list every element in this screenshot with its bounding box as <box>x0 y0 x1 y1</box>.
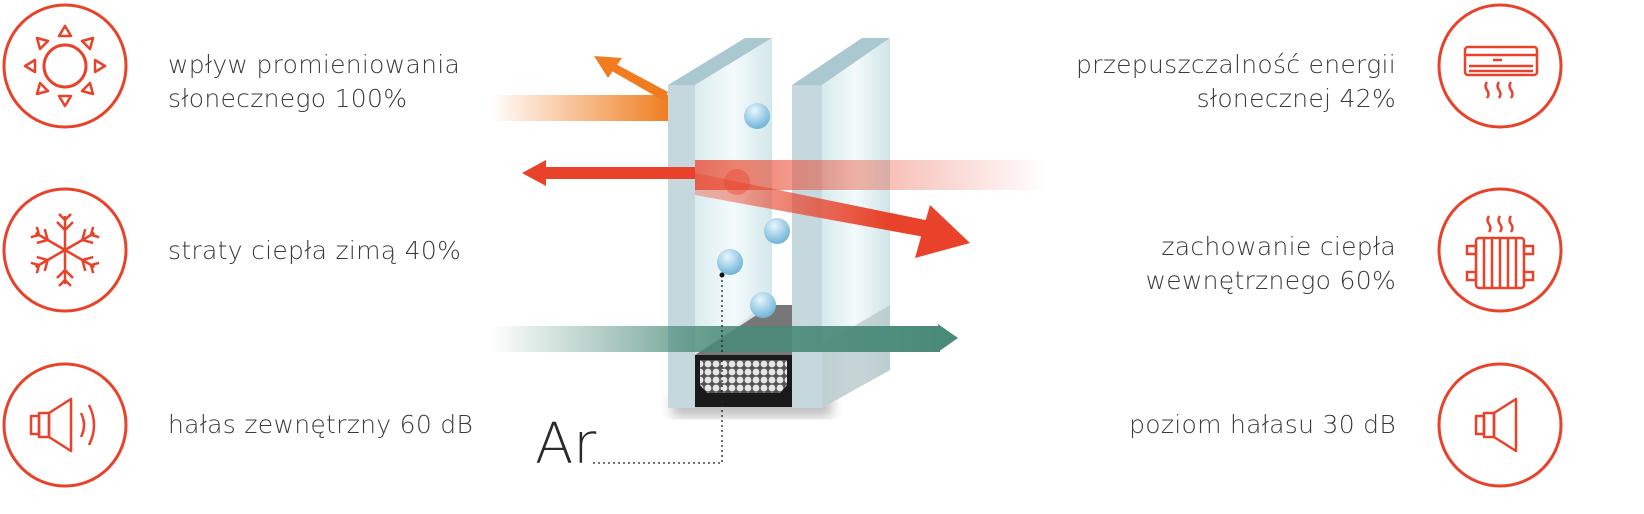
heat-loss-label: straty ciepła zimą 40% <box>168 234 461 268</box>
label-line: poziom hałasu 30 dB <box>1129 410 1396 439</box>
label-line: słonecznego 100% <box>168 84 408 113</box>
solar-radiation-label: wpływ promieniowania słonecznego 100% <box>168 48 460 116</box>
label-line: słonecznej 42% <box>1196 84 1396 113</box>
solar-radiation-band <box>490 95 670 121</box>
heat-retention-arrow <box>695 173 970 258</box>
label-line: zachowanie ciepła <box>1161 232 1396 261</box>
label-line: straty ciepła zimą 40% <box>168 236 462 265</box>
radiator-icon <box>1437 187 1563 313</box>
quiet-speaker-icon <box>1437 362 1563 488</box>
external-noise-label: hałas zewnętrzny 60 dB <box>168 408 473 442</box>
loud-speaker-icon <box>2 362 128 488</box>
noise-arrow <box>490 324 958 352</box>
heat-loss-arrow <box>522 160 695 186</box>
solar-reflection-arrow <box>594 56 668 101</box>
solar-energy-transmittance-label: przepuszczalność energii słonecznej 42% <box>1076 48 1396 116</box>
sun-icon <box>2 3 128 129</box>
label-line: wpływ promieniowania <box>168 50 461 79</box>
label-line: wewnętrznego 60% <box>1145 266 1396 295</box>
argon-label: Ar <box>535 412 597 477</box>
noise-level-label: poziom hałasu 30 dB <box>1129 408 1396 442</box>
heat-retention-label: zachowanie ciepła wewnętrznego 60% <box>1145 230 1396 298</box>
label-line: hałas zewnętrzny 60 dB <box>168 410 474 439</box>
label-line: przepuszczalność energii <box>1075 50 1396 79</box>
air-conditioner-icon <box>1437 3 1563 129</box>
snowflake-icon <box>2 187 128 313</box>
